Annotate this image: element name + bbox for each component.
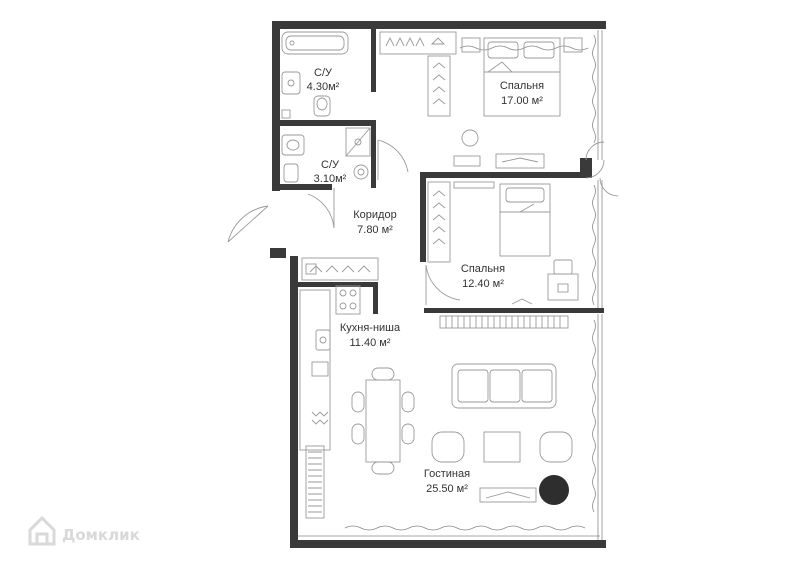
corridor-furniture — [427, 181, 451, 263]
dining-chair-bottom-icon — [371, 461, 395, 475]
corridor-wardrobe-icon — [427, 181, 451, 263]
wall-bath1-right — [371, 29, 376, 92]
dishwasher-icon — [311, 361, 329, 377]
wall-kitchen-stub — [373, 282, 378, 314]
living-furniture — [431, 315, 573, 505]
watermark: Домклик — [28, 515, 140, 546]
room-bedroom2-area: 12.40 м² — [462, 278, 504, 290]
sofa-icon — [451, 363, 557, 409]
double-bed-icon — [483, 37, 561, 117]
sink2-icon — [283, 163, 299, 183]
desk-icon — [453, 155, 481, 167]
watermark-text: Домклик — [62, 526, 140, 544]
radiator-icon — [305, 445, 325, 519]
house-logo-icon — [28, 515, 56, 546]
wall-bedroom2-bottom — [424, 308, 604, 313]
plant-icon — [539, 475, 569, 505]
wall-left-lower — [290, 256, 298, 548]
balcony-door-icon — [585, 141, 605, 179]
wall-left-upper — [272, 21, 280, 191]
wall-right-bottom — [600, 540, 606, 548]
oven-icon — [311, 411, 329, 425]
sink-icon — [281, 71, 301, 95]
wall-right-top — [600, 21, 606, 29]
coffee-table-icon — [483, 431, 521, 463]
kitchen-sink-icon — [315, 329, 331, 351]
room-bath1-area: 4.30м² — [307, 81, 340, 93]
room-bath2-name: С/У — [321, 159, 340, 171]
living-radiator-icon — [439, 315, 569, 329]
toilet2-icon — [281, 134, 305, 156]
room-kitchen-name: Кухня-ниша — [340, 322, 401, 334]
room-kitchen-area: 11.40 м² — [350, 337, 391, 349]
bathtub-icon — [281, 31, 349, 55]
room-bath1-name: С/У — [314, 67, 333, 79]
wardrobe-icon — [379, 31, 457, 55]
entrance-door-icon — [227, 205, 269, 243]
bedroom1-furniture — [379, 31, 583, 169]
room-living-name: Гостиная — [424, 468, 470, 480]
wardrobe2-icon — [427, 55, 451, 117]
room-corridor-area: 7.80 м² — [357, 224, 393, 236]
wall-entrance-stub — [270, 248, 286, 258]
chair-icon — [461, 129, 479, 147]
wall-bath-divider — [272, 120, 376, 126]
room-corridor-name: Коридор — [353, 209, 396, 221]
room-bedroom1-area: 17.00 м² — [501, 95, 543, 107]
toilet-icon — [313, 95, 331, 117]
wall-bedrooms-divider — [420, 172, 584, 178]
armchair-right-icon — [539, 431, 573, 463]
dining-table-icon — [365, 379, 401, 463]
room-living-area: 25.50 м² — [426, 483, 468, 495]
kitchen-upper-cabinet-icon — [301, 257, 379, 281]
wall-kitchen-top — [298, 282, 378, 287]
kitchen-furniture — [299, 257, 415, 519]
wall-bath2-bottom — [272, 184, 332, 190]
tv2-icon — [511, 298, 533, 305]
doors — [227, 139, 619, 305]
desk2-icon — [547, 273, 579, 301]
walls — [270, 21, 606, 548]
tv-unit-icon — [495, 153, 545, 169]
bath2-fixtures — [281, 127, 371, 183]
shower-icon — [345, 127, 371, 157]
dining-chair-top-icon — [371, 367, 395, 381]
wall-bottom — [290, 540, 606, 548]
room-bath2-area: 3.10м² — [314, 173, 347, 185]
hob-icon — [335, 285, 361, 315]
bath1-door-icon — [377, 139, 409, 180]
bedroom2-door-icon — [425, 264, 461, 305]
wall-pillar-right — [580, 158, 592, 178]
bath2-door-icon — [307, 188, 335, 229]
glazing — [298, 30, 603, 540]
room-labels: С/У 4.30м² С/У 3.10м² Спальня 17.00 м² К… — [307, 67, 544, 495]
room-bedroom2-name: Спальня — [461, 263, 505, 275]
bedroom2-furniture — [453, 181, 579, 305]
kitchen-counter-icon — [299, 289, 331, 451]
armchair-left-icon — [431, 431, 465, 463]
bath1-fixtures — [281, 31, 349, 119]
living-tv-unit-icon — [479, 487, 537, 503]
single-bed-icon — [499, 183, 551, 257]
wall-top — [272, 21, 606, 29]
wall-bedroom2-left — [420, 172, 426, 262]
washing-machine-icon — [353, 164, 369, 180]
wall-bath2-right — [371, 120, 376, 188]
room-bedroom1-name: Спальня — [500, 80, 544, 92]
chair2-icon — [553, 259, 573, 275]
